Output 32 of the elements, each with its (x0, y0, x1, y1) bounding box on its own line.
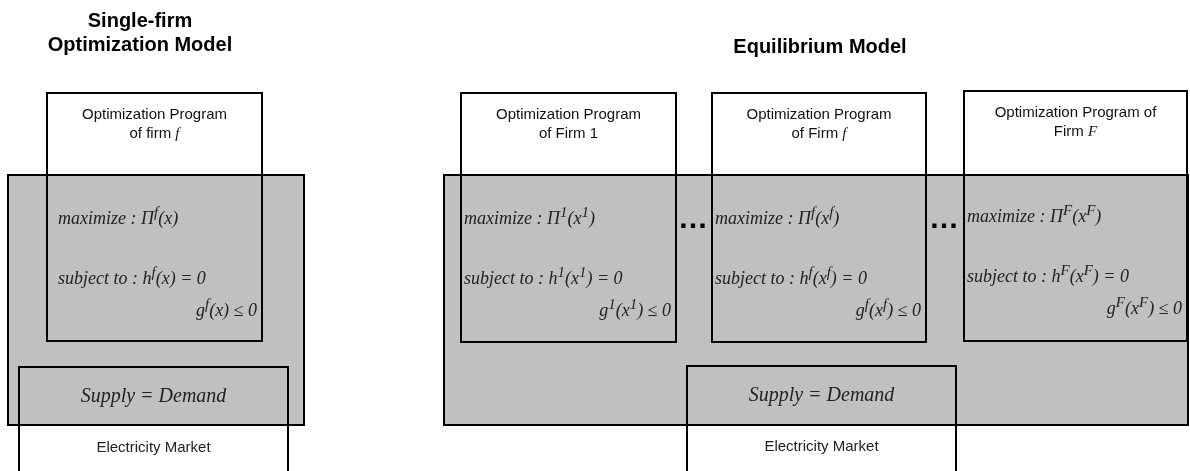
equation-text: Supply = Demand (747, 383, 896, 406)
constraint-formula: subject to : h$^{f}$(x) = 0 (58, 264, 206, 289)
program-box (963, 90, 1188, 342)
box-title: Optimization Program of Firm 1 (494, 104, 643, 142)
constraint-formula: g$^{1}$(x$^{1}$) ≤ 0 (599, 296, 671, 321)
constraint-formula: subject to : h$^{F}$(x$^{F}$) = 0 (967, 262, 1129, 287)
box-title: Optimization Program of Firm f (745, 104, 893, 143)
ellipsis-dots: … (929, 203, 959, 233)
box-title: Optimization Program of firm f (80, 104, 229, 143)
constraint-formula: g$^{f}$(x$^{f}$) ≤ 0 (855, 296, 921, 321)
market-box (18, 366, 289, 471)
constraint-formula: g$^{f}$(x) ≤ 0 (195, 296, 257, 321)
constraint-formula: subject to : h$^{f}$(x$^{f}$) = 0 (715, 264, 867, 289)
constraint-formula: g$^{F}$(x$^{F}$) ≤ 0 (1106, 294, 1182, 319)
shaded-panel (7, 174, 305, 426)
market-label: Electricity Market (95, 438, 212, 455)
objective-formula: maximize : Π$^{F}$(x$^{F}$) (967, 202, 1102, 227)
equation-text: Supply = Demand (79, 384, 228, 407)
program-box (711, 92, 927, 343)
market-label: Electricity Market (763, 437, 880, 454)
section-heading: Single-firm Optimization Model (46, 8, 234, 56)
objective-formula: maximize : Π$^{f}$(x$^{f}$) (715, 204, 840, 229)
ellipsis-dots: … (678, 203, 708, 233)
section-heading: Equilibrium Model (732, 34, 908, 58)
program-box (460, 92, 677, 343)
market-box (686, 365, 957, 471)
box-title: Optimization Program of Firm F (993, 102, 1158, 141)
constraint-formula: subject to : h$^{1}$(x$^{1}$) = 0 (464, 264, 623, 289)
objective-formula: maximize : Π$^{f}$(x) (58, 204, 179, 229)
shaded-panel (443, 174, 1189, 426)
objective-formula: maximize : Π$^{1}$(x$^{1}$) (464, 204, 595, 229)
program-box (46, 92, 263, 342)
